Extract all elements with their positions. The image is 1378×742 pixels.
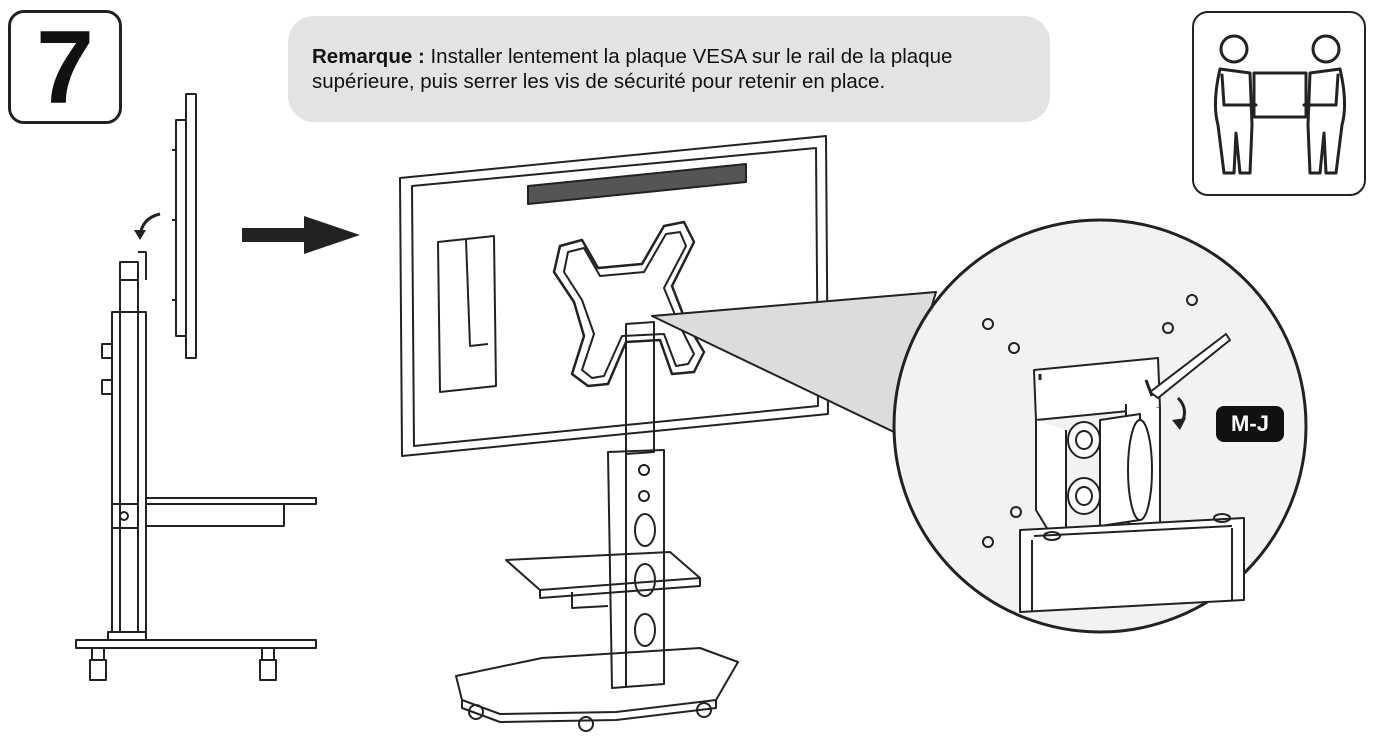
assembled-tv-stand	[399, 135, 829, 732]
zoom-detail	[892, 218, 1308, 634]
step-number: 7	[36, 10, 94, 126]
note-box: Remarque : Installer lentement la plaque…	[288, 16, 1050, 122]
step-number-box: 7	[8, 10, 122, 124]
two-person-lift-icon	[1213, 34, 1347, 175]
two-person-lift-icon-box	[1192, 11, 1366, 196]
arrow-right-icon	[242, 216, 360, 254]
side-view-stand	[75, 93, 317, 681]
note-label: Remarque :	[312, 45, 425, 68]
tool-label-mj: M-J	[1216, 406, 1284, 442]
note-text: Installer lentement la plaque VESA sur l…	[312, 45, 953, 93]
